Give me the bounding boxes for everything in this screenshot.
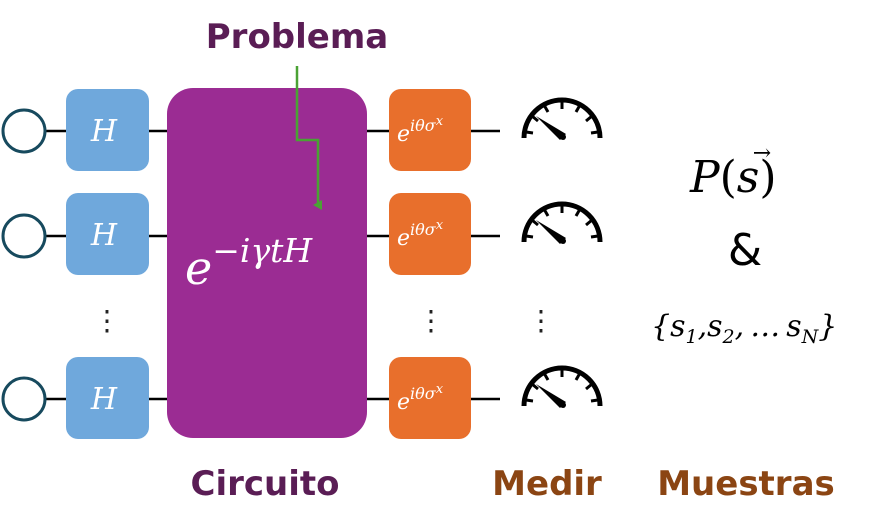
circle-icon <box>1 213 47 259</box>
hadamard-gate-1 <box>66 89 149 171</box>
hadamard-gates: H H H <box>66 89 149 439</box>
measure-label: Medir <box>492 464 602 504</box>
circle-icon <box>1 376 47 422</box>
gauge-meter-icon <box>521 201 603 244</box>
hadamard-gate-2 <box>66 193 149 275</box>
circle-icon <box>1 108 47 154</box>
ellipsis-middle: ⋮ <box>417 304 445 337</box>
rotation-label-1: eiθσx <box>397 114 444 147</box>
ampersand: & <box>728 225 762 276</box>
ellipsis-meter: ⋮ <box>527 304 555 337</box>
probability-formula: P(s) <box>689 152 777 203</box>
circuit-formula-exp: −iγtH <box>212 231 313 270</box>
gauge-meter-icon <box>521 97 603 140</box>
arrow-down-icon <box>295 66 322 210</box>
qubit-inputs <box>1 108 47 422</box>
hadamard-label-2: H <box>90 218 118 253</box>
output-panel: P(s) → & {s1,s2,…sN} <box>651 141 837 348</box>
hadamard-gate-3 <box>66 357 149 439</box>
hadamard-label-1: H <box>90 114 118 149</box>
samples-label: Muestras <box>657 464 835 504</box>
circuit-label: Circuito <box>191 464 340 504</box>
rotation-label-2: eiθσx <box>397 218 444 251</box>
circuit-formula: e−iγtH <box>185 231 313 295</box>
hadamard-label-3: H <box>90 382 118 417</box>
ellipsis-left: ⋮ <box>93 304 121 337</box>
sample-set: {s1,s2,…sN} <box>651 309 837 348</box>
rotation-gate-1 <box>389 89 471 171</box>
rotation-label-3: eiθσx <box>397 382 444 415</box>
gauge-meter-icon <box>521 365 603 408</box>
circuit-formula-base: e <box>185 241 212 295</box>
measurement-meters <box>521 97 603 408</box>
rotation-gate-2 <box>389 193 471 275</box>
rotation-gate-3 <box>389 357 471 439</box>
problem-label: Problema <box>206 17 388 57</box>
vector-arrow: → <box>753 141 771 166</box>
rotation-gates: eiθσx eiθσx eiθσx <box>389 89 471 439</box>
